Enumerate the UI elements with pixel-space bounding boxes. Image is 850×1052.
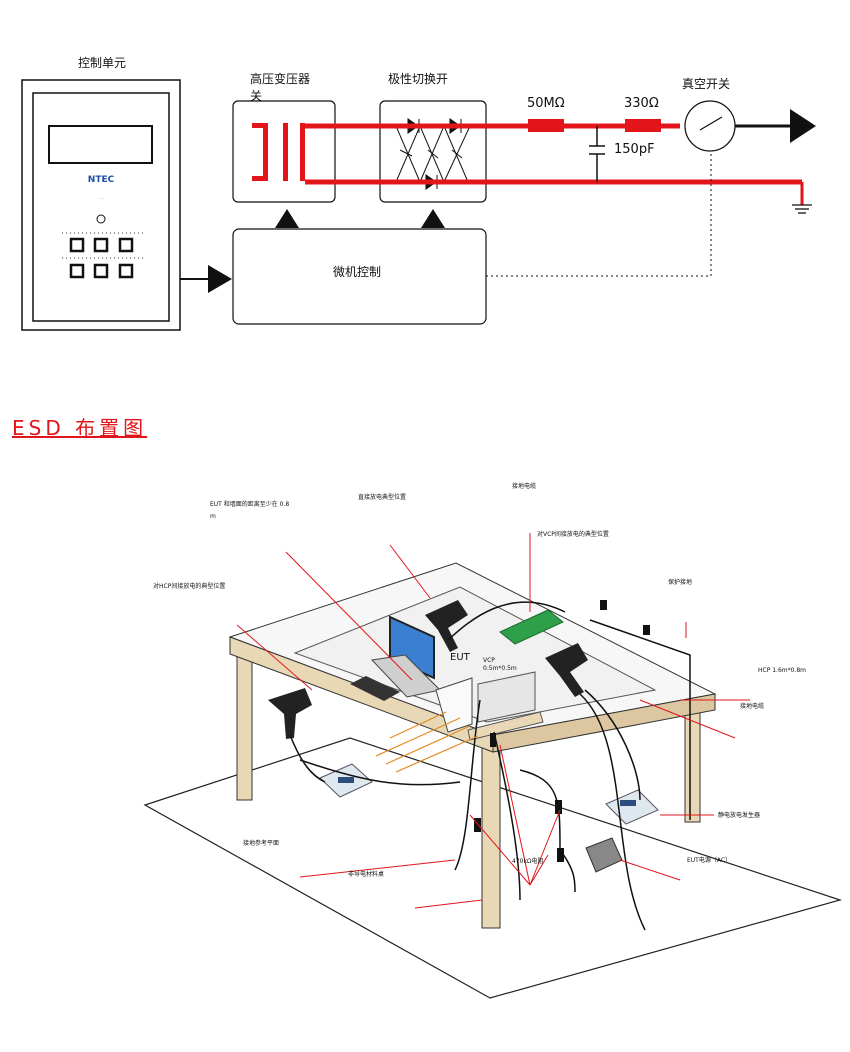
label-eut-distance-unit: m xyxy=(210,513,216,520)
label-eut-distance: EUT 和墙面的距离至少在 0.8 xyxy=(210,500,289,508)
control-unit-label: 控制单元 xyxy=(78,56,126,70)
resistor1-label: 50MΩ xyxy=(527,96,565,111)
label-ground-cable: 接地电缆 xyxy=(512,482,536,490)
label-hcp: HCP 1.6m*0.8m xyxy=(758,667,806,674)
capacitor-icon xyxy=(589,126,605,182)
resistor2-icon xyxy=(625,119,661,132)
switch-contact-icon xyxy=(699,116,723,131)
green-board xyxy=(499,609,564,645)
esd-gun-icon-3 xyxy=(268,688,312,739)
esd-gun-icon-2 xyxy=(545,643,588,697)
arrow-up-icon-1 xyxy=(275,209,299,228)
vcp-base xyxy=(467,711,544,741)
resistor1-icon xyxy=(528,119,564,132)
label-direct-discharge: 直接放电典型位置 xyxy=(358,493,406,501)
output-arrow-icon xyxy=(790,109,816,143)
vacuum-switch-label: 真空开关 xyxy=(682,77,730,91)
label-esd-generator: 静电放电发生器 xyxy=(718,811,760,819)
cables xyxy=(289,601,691,931)
distance-markers xyxy=(375,711,479,773)
label-ground-ref-plane: 接地参考平面 xyxy=(243,839,279,847)
label-vcp: VCP xyxy=(483,657,495,664)
control-button-4[interactable] xyxy=(69,263,85,279)
control-button-3[interactable] xyxy=(118,237,134,253)
hv-transformer-label: 高压变压器 xyxy=(250,71,310,86)
power-supply-icon xyxy=(585,837,623,873)
label-resistors: 470kΩ电阻 xyxy=(512,857,544,865)
esd-gun-icon-1 xyxy=(425,600,468,652)
micro-control-label: 微机控制 xyxy=(333,265,381,279)
label-vcp-discharge: 对VCP间接放电的典型位置 xyxy=(537,530,609,538)
vacuum-switch-icon xyxy=(684,100,736,152)
control-unit-display xyxy=(48,125,153,164)
label-ground-cable-2: 接地电缆 xyxy=(740,702,764,710)
label-eut-power: EUT电源（AC） xyxy=(687,856,731,864)
power-knob-icon xyxy=(96,214,106,224)
keyboard-icon xyxy=(350,676,400,701)
control-button-1[interactable] xyxy=(69,237,85,253)
esd-layout-diagram: EUT 和墙面的距离至少在 0.8 m 直接放电典型位置 接地电缆 对VCP间接… xyxy=(143,482,843,999)
hv-transformer-label-2: 关 xyxy=(250,89,262,103)
esd-generator-icon-1 xyxy=(319,763,373,798)
polarity-switch-label: 极性切换开 xyxy=(388,72,448,86)
capacitor-label: 150pF xyxy=(614,142,655,157)
control-button-2[interactable] xyxy=(93,237,109,253)
hv-lines xyxy=(305,123,804,205)
control-button-5[interactable] xyxy=(93,263,109,279)
eut-stand xyxy=(435,677,473,733)
transformer-icon xyxy=(252,123,305,181)
label-eut: EUT xyxy=(450,652,471,663)
control-buttons xyxy=(69,237,134,279)
hcp-plate xyxy=(293,586,657,723)
control-dotted-line xyxy=(486,151,712,277)
esd-generator-icon-2 xyxy=(605,789,659,825)
label-protection-ground: 保护接地 xyxy=(668,578,692,586)
brand-logo: NTEC xyxy=(88,175,115,185)
arrow-head-icon xyxy=(208,265,232,293)
control-button-6[interactable] xyxy=(118,263,134,279)
block-diagram: 控制单元 NTEC ······ 高压变压器 关 xyxy=(21,56,816,331)
resistor-blocks xyxy=(474,600,650,862)
panel-small-text: ······ xyxy=(98,196,104,200)
resistor2-label: 330Ω xyxy=(624,96,659,111)
arrow-up-icon-2 xyxy=(421,209,445,228)
ground-icon xyxy=(792,204,812,214)
label-hcp-discharge: 对HCP间接放电的典型位置 xyxy=(153,582,225,590)
eut-monitor xyxy=(370,615,442,698)
label-insulation-table: 非导电材料桌 xyxy=(348,870,384,878)
label-vcp-size: 0.5m*0.5m xyxy=(483,665,517,672)
pointer-lines xyxy=(236,533,750,909)
section-title: ESD 布置图 xyxy=(12,416,148,440)
